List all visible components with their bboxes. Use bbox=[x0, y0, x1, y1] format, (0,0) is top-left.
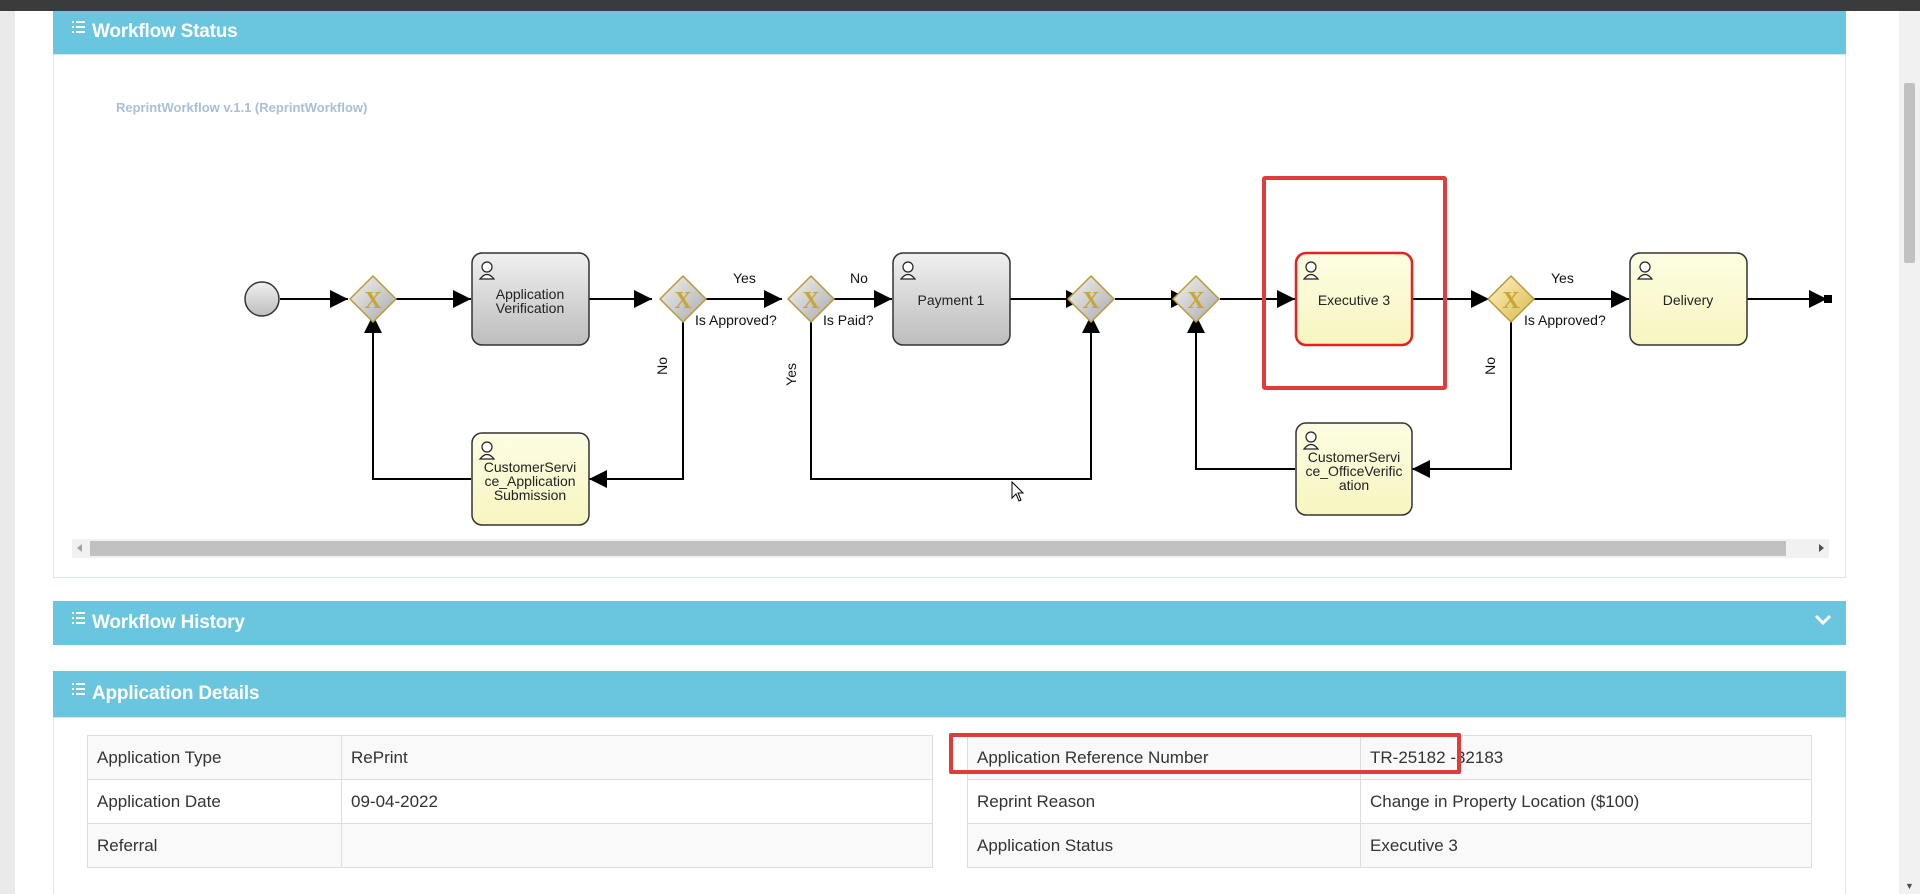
flow-label-no: No bbox=[850, 270, 868, 286]
user-task-icon bbox=[478, 441, 496, 460]
application-details-header[interactable]: Application Details bbox=[53, 671, 1846, 717]
svg-text:Application: Application bbox=[496, 286, 565, 302]
field-value: RePrint bbox=[341, 735, 933, 780]
application-details-title: Application Details bbox=[92, 683, 260, 704]
field-label: Application Date bbox=[87, 779, 342, 824]
table-row: Referral bbox=[87, 823, 933, 868]
scroll-down-arrow-icon[interactable]: ▼ bbox=[1905, 881, 1914, 891]
flow-label-yes: Yes bbox=[783, 363, 799, 386]
browser-top-bar bbox=[0, 0, 1920, 11]
field-value bbox=[341, 823, 933, 868]
process-definition-label: ReprintWorkflow v.1.1 (ReprintWorkflow) bbox=[116, 100, 368, 115]
table-row: Reprint Reason Change in Property Locati… bbox=[967, 779, 1812, 824]
task-customer-service-application-submission: CustomerServi ce_Application Submission bbox=[471, 432, 590, 526]
svg-text:X: X bbox=[1187, 288, 1205, 314]
field-label: Reprint Reason bbox=[967, 779, 1361, 824]
svg-text:X: X bbox=[364, 288, 382, 314]
flow-label-no: No bbox=[654, 357, 670, 375]
field-label: Application Status bbox=[967, 823, 1361, 868]
field-value: 09-04-2022 bbox=[341, 779, 933, 824]
list-icon bbox=[72, 683, 86, 695]
exclusive-gateway: X bbox=[1171, 274, 1221, 324]
svg-text:ce_Application: ce_Application bbox=[484, 473, 575, 489]
end-event-partial bbox=[1824, 295, 1832, 303]
task-application-verification: Application Verification bbox=[471, 252, 590, 346]
flow-label-is-approved: Is Approved? bbox=[695, 312, 777, 328]
user-task-icon bbox=[478, 261, 496, 280]
workflow-history-title: Workflow History bbox=[92, 612, 245, 633]
sequence-flows bbox=[280, 290, 1827, 488]
svg-text:ce_OfficeVerific: ce_OfficeVerific bbox=[1305, 463, 1402, 479]
diagram-horizontal-scrollbar[interactable] bbox=[72, 539, 1829, 558]
svg-text:X: X bbox=[674, 288, 692, 314]
flow-label-is-approved: Is Approved? bbox=[1524, 312, 1606, 328]
exclusive-gateway: X bbox=[658, 274, 708, 324]
workflow-history-header[interactable]: Workflow History bbox=[53, 601, 1846, 645]
svg-text:Payment 1: Payment 1 bbox=[918, 292, 985, 308]
table-row: Application Date 09-04-2022 bbox=[87, 779, 933, 824]
workflow-diagram: X X X X X X Application Verification Pay… bbox=[244, 251, 1832, 526]
start-event bbox=[244, 281, 280, 317]
task-delivery: Delivery bbox=[1629, 252, 1748, 346]
flow-label-is-paid: Is Paid? bbox=[823, 312, 874, 328]
page-vertical-scrollbar[interactable]: ▼ bbox=[1899, 11, 1920, 894]
mouse-cursor-icon bbox=[1011, 481, 1025, 502]
svg-text:CustomerServi: CustomerServi bbox=[484, 459, 577, 475]
task-executive-3: Executive 3 bbox=[1294, 251, 1414, 347]
svg-text:X: X bbox=[1502, 288, 1520, 314]
exclusive-gateway: X bbox=[786, 274, 836, 324]
svg-text:CustomerServi: CustomerServi bbox=[1308, 449, 1401, 465]
user-task-icon bbox=[899, 261, 917, 280]
page-left-gutter bbox=[0, 11, 15, 894]
table-row: Application Type RePrint bbox=[87, 735, 933, 780]
exclusive-gateway: X bbox=[1066, 274, 1116, 324]
flow-label-yes: Yes bbox=[1551, 270, 1574, 286]
task-customer-service-office-verification: CustomerServi ce_OfficeVerific ation bbox=[1295, 422, 1413, 516]
application-details-left-table: Application Type RePrint Application Dat… bbox=[87, 735, 933, 868]
task-payment-1: Payment 1 bbox=[892, 252, 1011, 346]
user-task-icon bbox=[1636, 261, 1654, 280]
svg-text:Verification: Verification bbox=[496, 300, 564, 316]
svg-text:ation: ation bbox=[1339, 477, 1369, 493]
executive-3-highlight bbox=[1262, 176, 1447, 390]
scrollbar-thumb[interactable] bbox=[1904, 83, 1915, 263]
chevron-down-icon[interactable] bbox=[1814, 613, 1832, 627]
exclusive-gateway: X bbox=[1486, 274, 1536, 324]
scroll-left-arrow-icon[interactable] bbox=[77, 544, 82, 552]
flow-label-yes: Yes bbox=[733, 270, 756, 286]
user-task-icon bbox=[1302, 261, 1320, 280]
svg-text:X: X bbox=[1082, 288, 1100, 314]
flow-label-no: No bbox=[1482, 357, 1498, 375]
svg-text:X: X bbox=[802, 288, 820, 314]
field-label: Referral bbox=[87, 823, 342, 868]
reference-number-highlight bbox=[949, 733, 1461, 774]
list-icon bbox=[72, 612, 86, 624]
svg-text:Delivery: Delivery bbox=[1663, 292, 1714, 308]
scrollbar-thumb[interactable] bbox=[90, 541, 1786, 556]
workflow-status-title: Workflow Status bbox=[92, 21, 238, 42]
field-value: Change in Property Location ($100) bbox=[1360, 779, 1812, 824]
exclusive-gateway: X bbox=[348, 274, 398, 324]
list-icon bbox=[72, 21, 86, 33]
svg-text:Executive 3: Executive 3 bbox=[1318, 292, 1391, 308]
field-value: Executive 3 bbox=[1360, 823, 1812, 868]
field-label: Application Type bbox=[87, 735, 342, 780]
table-row: Application Status Executive 3 bbox=[967, 823, 1812, 868]
scroll-right-arrow-icon[interactable] bbox=[1819, 544, 1824, 552]
user-task-icon bbox=[1302, 431, 1320, 450]
svg-text:Submission: Submission bbox=[494, 487, 566, 503]
workflow-status-header[interactable]: Workflow Status bbox=[53, 11, 1846, 54]
